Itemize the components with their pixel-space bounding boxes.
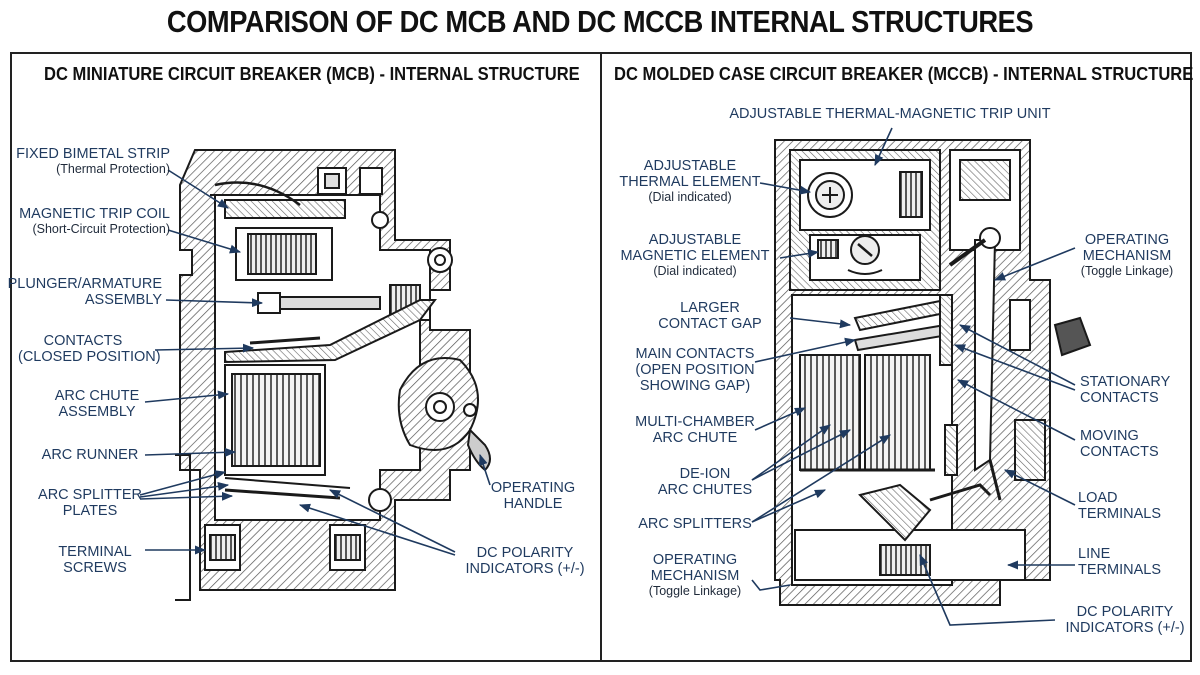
label-line-terminals: LINE TERMINALS xyxy=(1078,546,1161,579)
label-operating-handle: OPERATING HANDLE xyxy=(490,480,576,513)
label-multi-chamber-arc-chute: MULTI-CHAMBER ARC CHUTE xyxy=(635,414,755,447)
label-load-terminals: LOAD TERMINALS xyxy=(1078,490,1161,523)
label-arc-splitters: ARC SPLITTERS xyxy=(638,516,752,532)
mccb-drawing xyxy=(774,139,1092,606)
label-main-contacts: MAIN CONTACTS (OPEN POSITION SHOWING GAP… xyxy=(635,346,755,395)
mcb-drawing xyxy=(175,149,491,601)
label-operating-mechanism-right: OPERATING MECHANISM (Toggle Linkage) xyxy=(1080,232,1174,279)
label-larger-contact-gap: LARGER CONTACT GAP xyxy=(658,300,762,333)
label-plunger-armature: PLUNGER/ARMATURE ASSEMBLY xyxy=(7,276,162,309)
label-adjustable-thermal: ADJUSTABLE THERMAL ELEMENT (Dial indicat… xyxy=(619,158,761,205)
label-fixed-bimetal-strip: FIXED BIMETAL STRIP (Thermal Protection) xyxy=(16,146,170,177)
label-arc-runner: ARC RUNNER xyxy=(41,447,139,463)
label-de-ion-arc-chutes: DE-ION ARC CHUTES xyxy=(657,466,753,499)
mccb-leaders xyxy=(751,127,1076,626)
page-title: COMPARISON OF DC MCB AND DC MCCB INTERNA… xyxy=(166,4,1034,39)
label-contacts-closed: CONTACTS (CLOSED POSITION) xyxy=(18,333,161,366)
label-mcb-dc-polarity: DC POLARITY INDICATORS (+/-) xyxy=(465,545,585,578)
mccb-panel xyxy=(600,52,1192,662)
label-adjustable-magnetic: ADJUSTABLE MAGNETIC ELEMENT (Dial indica… xyxy=(620,232,770,279)
mcb-panel-title: DC MINIATURE CIRCUIT BREAKER (MCB) - INT… xyxy=(44,64,580,84)
mccb-panel-title: DC MOLDED CASE CIRCUIT BREAKER (MCCB) - … xyxy=(614,64,1194,84)
label-stationary-contacts: STATIONARY CONTACTS xyxy=(1080,374,1171,407)
mcb-leaders xyxy=(139,169,491,556)
label-magnetic-trip-coil: MAGNETIC TRIP COIL (Short-Circuit Protec… xyxy=(19,206,170,237)
label-terminal-screws: TERMINAL SCREWS xyxy=(58,544,132,577)
label-trip-unit: ADJUSTABLE THERMAL-MAGNETIC TRIP UNIT xyxy=(729,106,1051,122)
label-arc-splitter-plates: ARC SPLITTER PLATES xyxy=(38,487,142,520)
label-operating-mechanism-left: OPERATING MECHANISM (Toggle Linkage) xyxy=(648,552,742,599)
label-moving-contacts: MOVING CONTACTS xyxy=(1080,428,1159,461)
label-mccb-dc-polarity: DC POLARITY INDICATORS (+/-) xyxy=(1065,604,1185,637)
label-arc-chute-assembly: ARC CHUTE ASSEMBLY xyxy=(54,388,140,421)
